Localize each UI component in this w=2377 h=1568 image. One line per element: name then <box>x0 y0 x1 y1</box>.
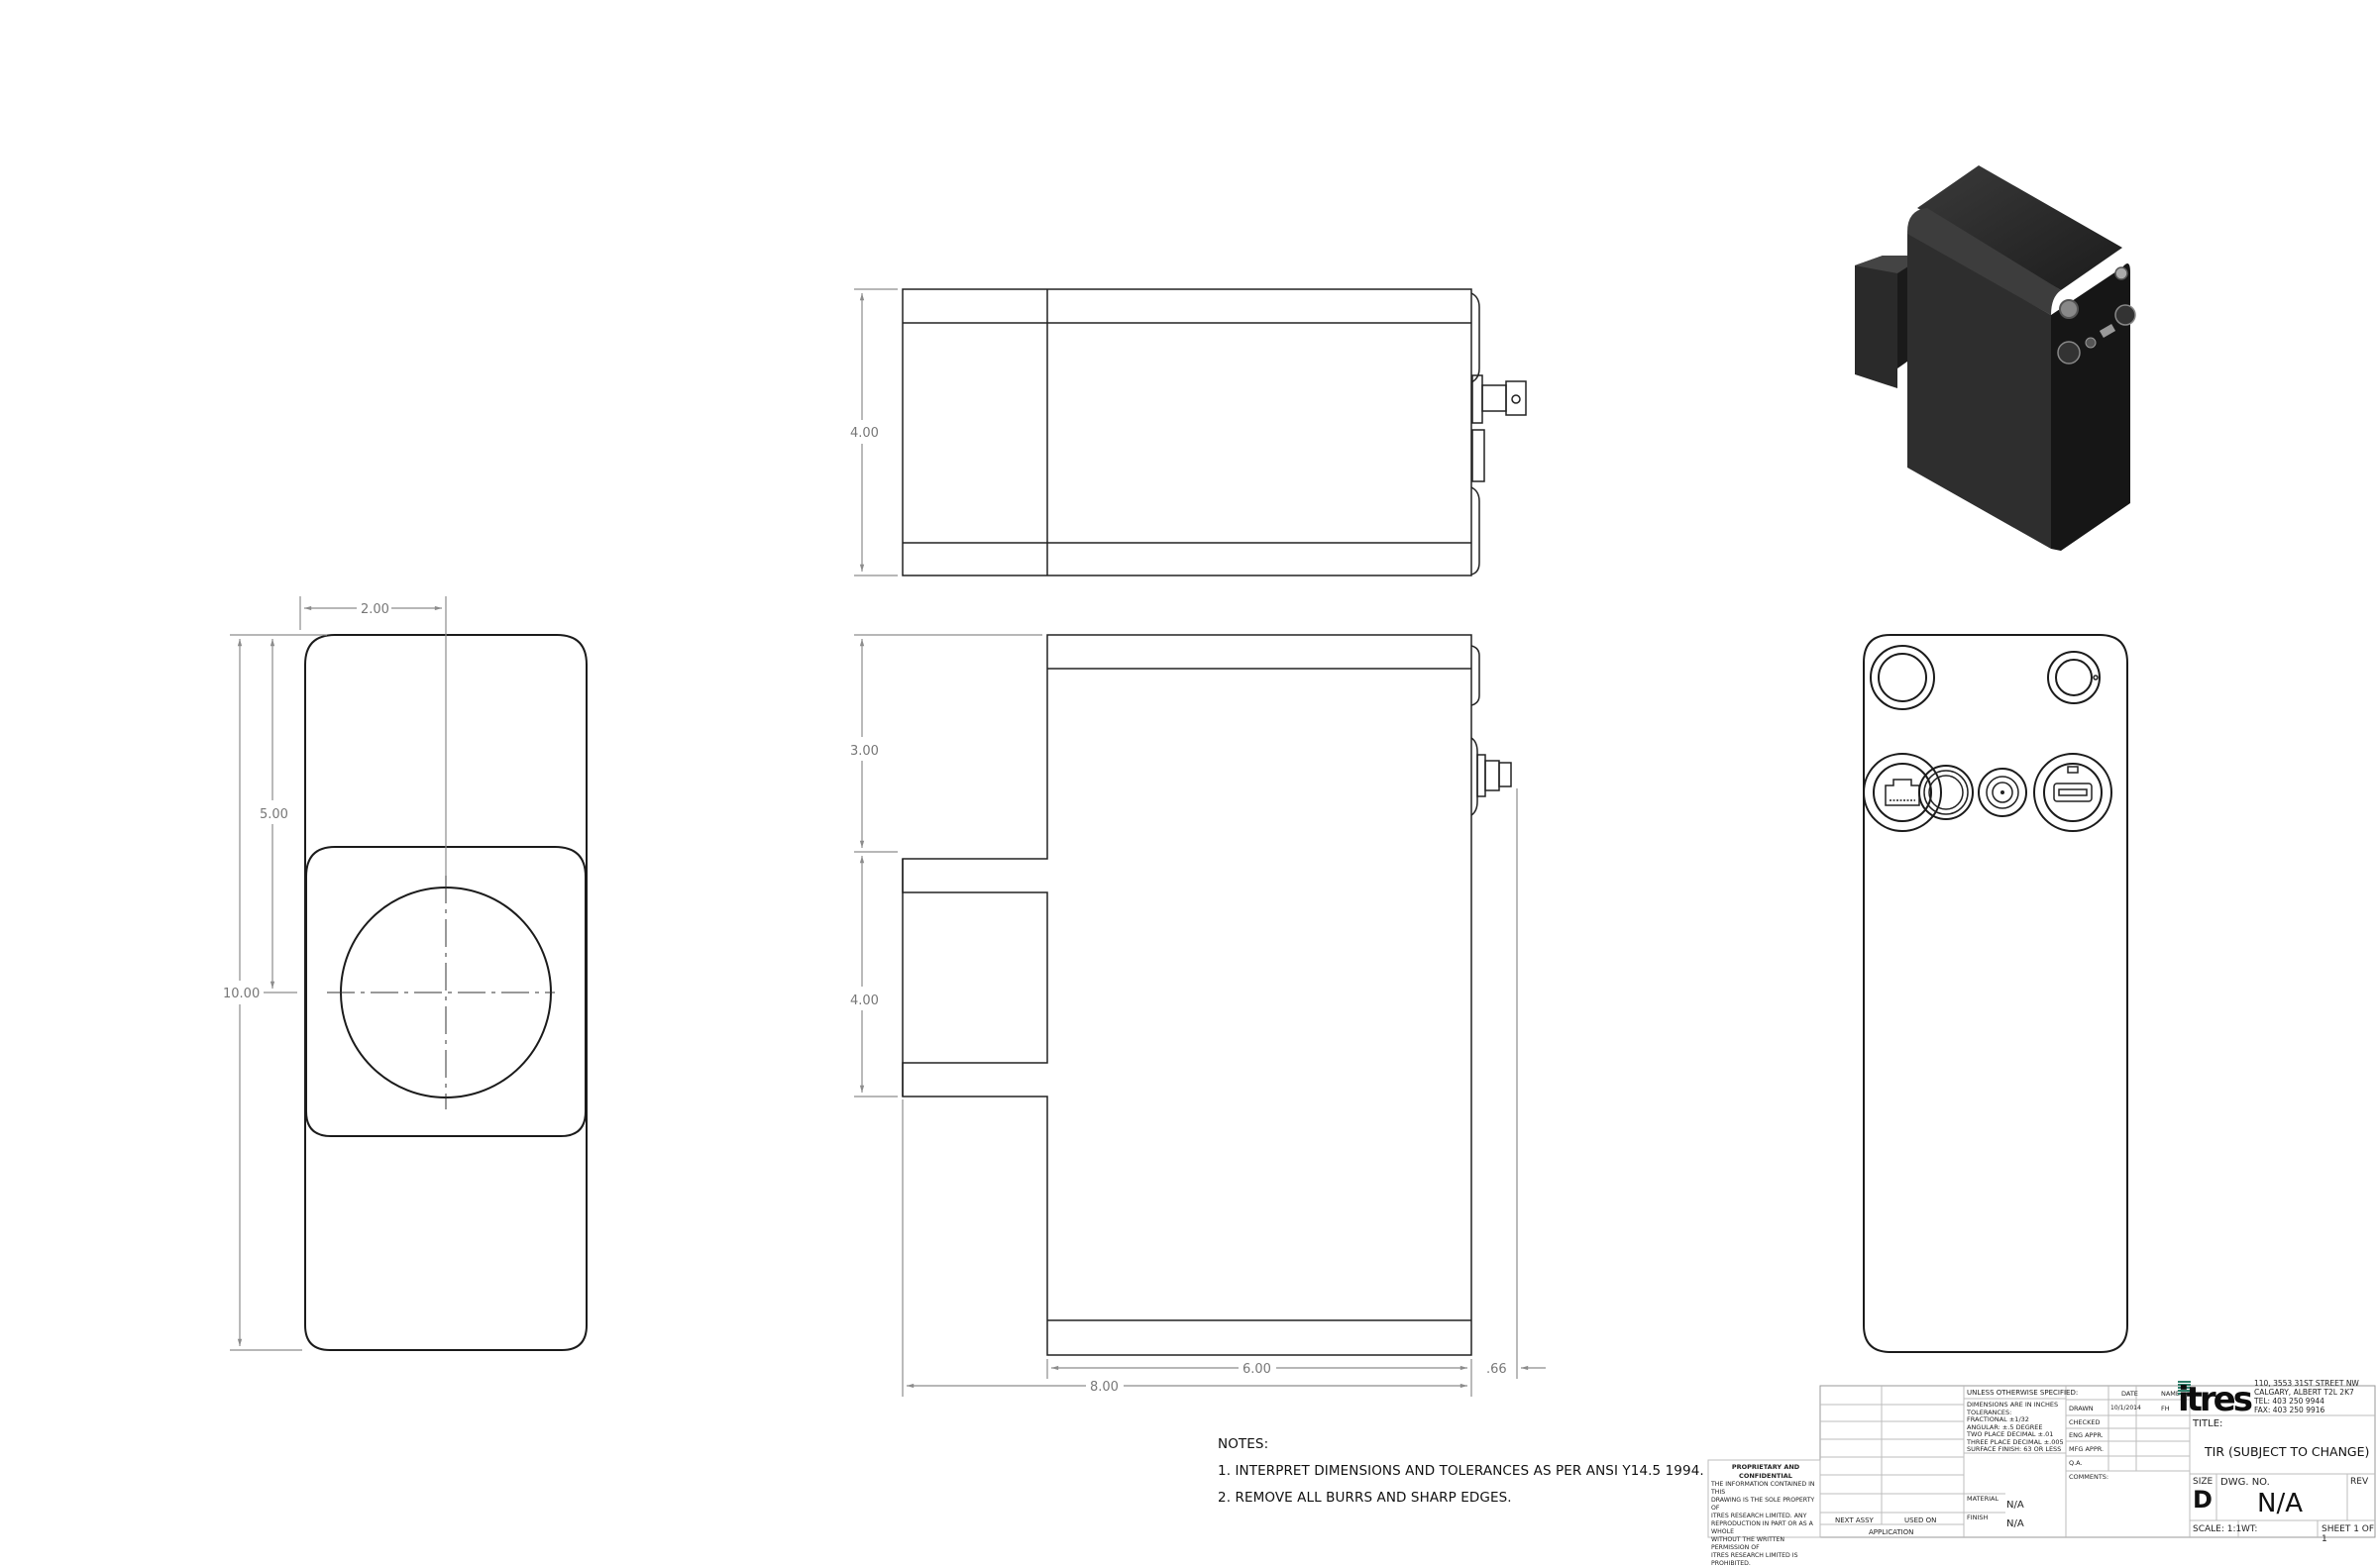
company-logo-icon <box>2178 1381 2191 1396</box>
eng-appr-label: ENG APPR. <box>2069 1431 2104 1439</box>
front-view: 3.00 4.00 6.00 8.00 .66 <box>850 634 1546 1397</box>
dim-front-0.66: .66 <box>1486 1362 1507 1377</box>
checked-label: CHECKED <box>2069 1418 2101 1426</box>
proprietary-line: ITRES RESEARCH LIMITED IS <box>1711 1552 1798 1559</box>
dim-width-2.00: 2.00 <box>361 602 389 617</box>
part-title: TIR (SUBJECT TO CHANGE) <box>2205 1444 2370 1459</box>
dim-front-6.00: 6.00 <box>1243 1362 1271 1377</box>
usb-port-icon <box>2033 753 2112 832</box>
company-logo: itres <box>2178 1380 2253 1419</box>
dim-front-4.00: 4.00 <box>850 993 879 1008</box>
dim-top-4.00: 4.00 <box>850 426 879 441</box>
proprietary-line: ITRES RESEARCH LIMITED. ANY <box>1711 1513 1807 1519</box>
drawn-name: FH <box>2161 1405 2170 1412</box>
dim-front-3.00: 3.00 <box>850 744 879 759</box>
address-line: 110, 3553 31ST STREET NW <box>2254 1379 2359 1388</box>
note-2: 2. REMOVE ALL BURRS AND SHARP EDGES. <box>1218 1490 1512 1506</box>
sheet-number: SHEET 1 OF 1 <box>2322 1524 2375 1544</box>
circular-power-connector-icon <box>1918 765 1974 820</box>
address-line: CALGARY, ALBERT T2L 2K7 <box>2254 1388 2354 1397</box>
mount-hole-right-icon <box>2047 651 2101 704</box>
name-header: NAME <box>2161 1390 2181 1398</box>
date-header: DATE <box>2121 1390 2138 1398</box>
proprietary-line: DRAWING IS THE SOLE PROPERTY OF <box>1711 1497 1815 1512</box>
mount-hole-left-icon <box>1870 645 1935 710</box>
note-1: 1. INTERPRET DIMENSIONS AND TOLERANCES A… <box>1218 1463 1704 1479</box>
tolerance-line: ANGULAR: ±.5 DEGREE <box>1967 1422 2043 1431</box>
next-assy-label: NEXT ASSY <box>1835 1516 1874 1524</box>
mfg-appr-label: MFG APPR. <box>2069 1445 2105 1453</box>
left-view: 2.00 10.00 5.00 <box>223 596 588 1351</box>
rev-label: REV <box>2350 1477 2369 1487</box>
tolerance-notes: DIMENSIONS ARE IN INCHES TOLERANCES: FRA… <box>1967 1401 2064 1454</box>
rj45-ethernet-port-icon <box>1863 753 1942 832</box>
size-label: SIZE <box>2193 1477 2214 1487</box>
tolerance-line: TOLERANCES: <box>1967 1408 2012 1416</box>
finish-value: N/A <box>2006 1518 2024 1529</box>
size-value: D <box>2193 1486 2213 1514</box>
tolerance-line: FRACTIONAL ±1/32 <box>1967 1415 2029 1423</box>
qa-label: Q.A. <box>2069 1459 2083 1467</box>
dwg-no-value: N/A <box>2257 1489 2303 1518</box>
dim-front-8.00: 8.00 <box>1090 1380 1119 1395</box>
application-label: APPLICATION <box>1869 1528 1914 1536</box>
tolerance-heading: UNLESS OTHERWISE SPECIFIED: <box>1967 1389 2079 1397</box>
notes-block: NOTES: 1. INTERPRET DIMENSIONS AND TOLER… <box>1218 1436 1704 1516</box>
dim-height-5.00: 5.00 <box>260 807 288 822</box>
finish-label: FINISH <box>1967 1514 1989 1521</box>
tolerance-line: THREE PLACE DECIMAL ±.005 <box>1967 1437 2064 1446</box>
proprietary-line: THE INFORMATION CONTAINED IN THIS <box>1711 1481 1815 1496</box>
tolerance-line: TWO PLACE DECIMAL ±.01 <box>1967 1430 2054 1438</box>
address-line: TEL: 403 250 9944 <box>2254 1397 2324 1406</box>
dwg-no-label: DWG. NO. <box>2220 1477 2270 1488</box>
scale: SCALE: 1:1 <box>2193 1524 2242 1534</box>
title-block-grid <box>1819 1385 2376 1538</box>
material-value: N/A <box>2006 1500 2024 1511</box>
notes-heading: NOTES: <box>1218 1436 1269 1452</box>
weight-label: WT: <box>2241 1524 2258 1534</box>
top-view: 4.00 <box>850 288 1527 576</box>
drawn-label: DRAWN <box>2069 1405 2094 1412</box>
isometric-view <box>1855 165 2136 551</box>
drawn-date: 10/1/2014 <box>2110 1405 2141 1411</box>
dim-height-10.00: 10.00 <box>223 987 260 1001</box>
proprietary-notice: PROPRIETARY AND CONFIDENTIAL THE INFORMA… <box>1711 1463 1820 1568</box>
used-on-label: USED ON <box>1904 1516 1937 1524</box>
material-label: MATERIAL <box>1967 1495 1999 1503</box>
title-label: TITLE: <box>2193 1418 2223 1429</box>
proprietary-line: REPRODUCTION IN PART OR AS A WHOLE <box>1711 1520 1813 1535</box>
address-line: FAX: 403 250 9916 <box>2254 1406 2325 1414</box>
proprietary-line: PROHIBITED. <box>1711 1560 1751 1567</box>
proprietary-heading: PROPRIETARY AND CONFIDENTIAL <box>1731 1463 1800 1480</box>
company-address: 110, 3553 31ST STREET NW CALGARY, ALBERT… <box>2254 1379 2359 1414</box>
tolerance-line: SURFACE FINISH: 63 OR LESS <box>1967 1445 2062 1453</box>
comments-label: COMMENTS: <box>2069 1473 2109 1481</box>
bnc-connector-icon <box>1978 768 2027 817</box>
rear-view <box>1863 634 2128 1353</box>
proprietary-line: WITHOUT THE WRITTEN PERMISSION OF <box>1711 1536 1785 1551</box>
tolerance-line: DIMENSIONS ARE IN INCHES <box>1967 1401 2059 1409</box>
